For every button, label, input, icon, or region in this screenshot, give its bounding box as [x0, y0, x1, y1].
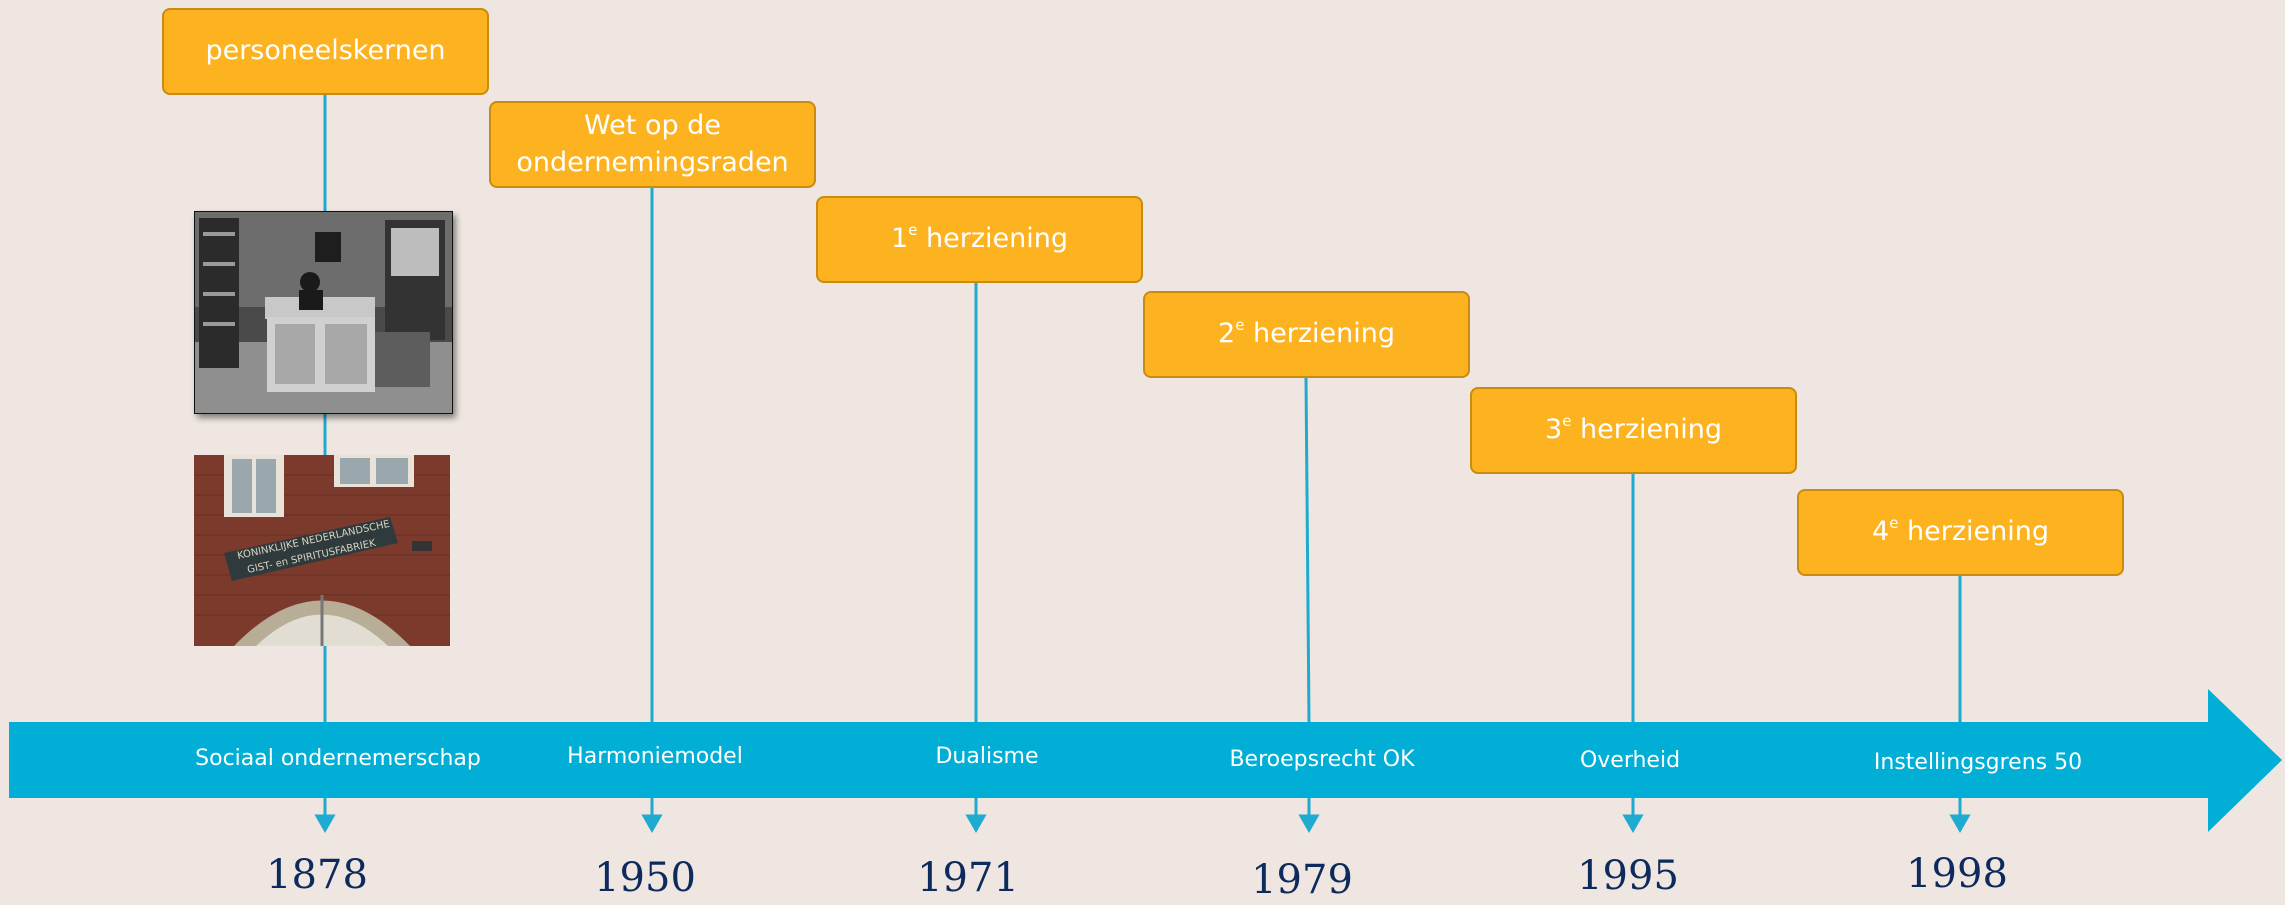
year-label: 1878: [266, 852, 368, 898]
event-label: 1e herziening: [891, 221, 1068, 257]
event-label: Wet op de ondernemingsraden: [516, 108, 788, 181]
event-label: personeelskernen: [205, 35, 446, 67]
arrow-label-sociaal-ondernemerschap: Sociaal ondernemerschap: [195, 746, 481, 771]
ordinal-number: 2: [1218, 318, 1236, 350]
event-label: 4e herziening: [1872, 514, 2049, 550]
arrow-label-overheid: Overheid: [1579, 748, 1681, 773]
event-text: herziening: [1571, 414, 1722, 446]
event-box-herziening-3: 3e herziening: [1470, 387, 1797, 474]
event-box-herziening-1: 1e herziening: [816, 196, 1143, 283]
down-arrow-icon: [1949, 798, 1971, 834]
event-label: 3e herziening: [1545, 412, 1722, 448]
year-label: 1979: [1251, 857, 1353, 903]
event-text: herziening: [1244, 318, 1395, 350]
event-box-wet-ondernemingsraden: Wet op de ondernemingsraden: [489, 101, 816, 188]
year-label: 1950: [594, 855, 696, 901]
ordinal-number: 1: [891, 223, 909, 255]
arrow-label-instellingsgrens: Instellingsgrens 50: [1873, 750, 2083, 775]
ordinal-suffix: e: [908, 221, 918, 240]
ordinal-suffix: e: [1562, 412, 1572, 431]
factory-facade-photo: KONINKLIJKE NEDERLANDSCHE GIST- en SPIRI…: [194, 455, 450, 646]
event-text: herziening: [1898, 516, 2049, 548]
ordinal-suffix: e: [1889, 514, 1899, 533]
office-photo: [194, 211, 453, 414]
arrow-label-harmoniemodel: Harmoniemodel: [567, 744, 743, 769]
event-label: 2e herziening: [1218, 316, 1395, 352]
year-label: 1995: [1577, 853, 1679, 899]
year-label: 1971: [917, 855, 1019, 901]
connector-line: [1304, 377, 1311, 723]
arrow-label-dualisme: Dualisme: [935, 744, 1039, 769]
event-box-herziening-4: 4e herziening: [1797, 489, 2124, 576]
event-text: herziening: [917, 223, 1068, 255]
down-arrow-icon: [314, 798, 336, 834]
ordinal-number: 4: [1872, 516, 1890, 548]
down-arrow-icon: [641, 798, 663, 834]
event-label-line2: ondernemingsraden: [516, 146, 789, 178]
event-label-line1: Wet op de: [584, 110, 721, 142]
event-box-herziening-2: 2e herziening: [1143, 291, 1470, 378]
year-label: 1998: [1906, 851, 2008, 897]
down-arrow-icon: [1622, 798, 1644, 834]
down-arrow-icon: [1298, 798, 1320, 834]
ordinal-suffix: e: [1235, 316, 1245, 335]
down-arrow-icon: [965, 798, 987, 834]
event-box-personeelskernen: personeelskernen: [162, 8, 489, 95]
ordinal-number: 3: [1545, 414, 1563, 446]
arrow-label-beroepsrecht-ok: Beroepsrecht OK: [1229, 747, 1415, 772]
